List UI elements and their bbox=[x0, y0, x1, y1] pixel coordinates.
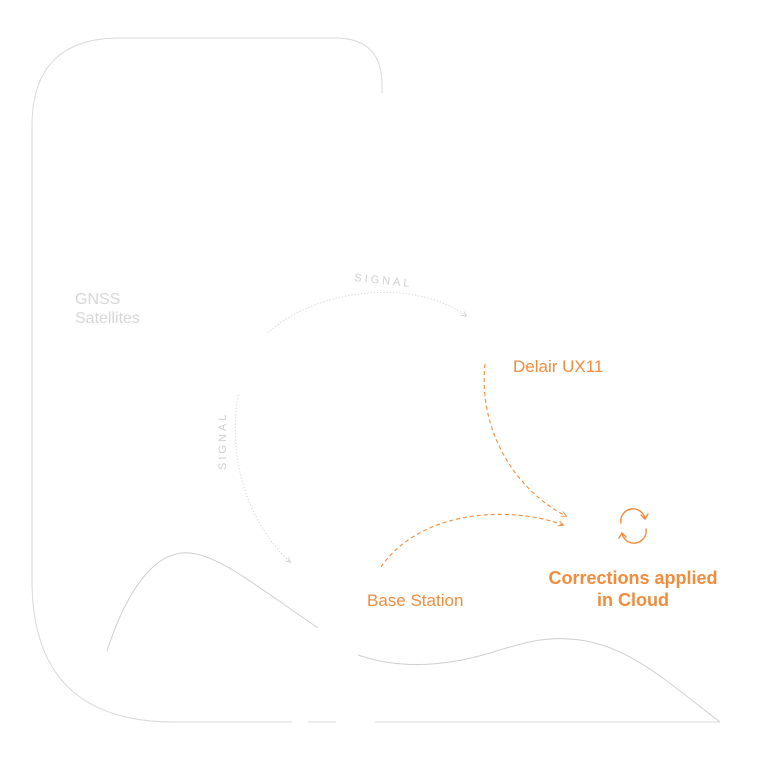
gnss-label-line2: Satellites bbox=[75, 310, 140, 328]
drone-to-cloud-arrow bbox=[483, 363, 566, 516]
cloud-label-line2: in Cloud bbox=[597, 589, 669, 610]
base-to-cloud-arrow bbox=[380, 513, 563, 568]
terrain-hill-right bbox=[357, 638, 721, 723]
signal-label-side: SIGNAL bbox=[217, 411, 229, 470]
cloud-label-line1: Corrections applied bbox=[548, 568, 718, 588]
cloud-corrections-label: Corrections applied in Cloud bbox=[520, 568, 746, 611]
outer-frame bbox=[31, 37, 383, 723]
gnss-satellites-label: GNSS Satellites bbox=[75, 290, 140, 328]
signal-arc-to-base bbox=[234, 394, 290, 562]
sync-arrows-icon bbox=[618, 508, 649, 544]
base-station-label: Base Station bbox=[367, 591, 464, 610]
signal-arc-to-drone bbox=[267, 291, 466, 334]
drone-label: Delair UX11 bbox=[513, 357, 604, 376]
gnss-label-line1: GNSS bbox=[75, 291, 121, 308]
terrain-hill-left bbox=[106, 552, 319, 652]
